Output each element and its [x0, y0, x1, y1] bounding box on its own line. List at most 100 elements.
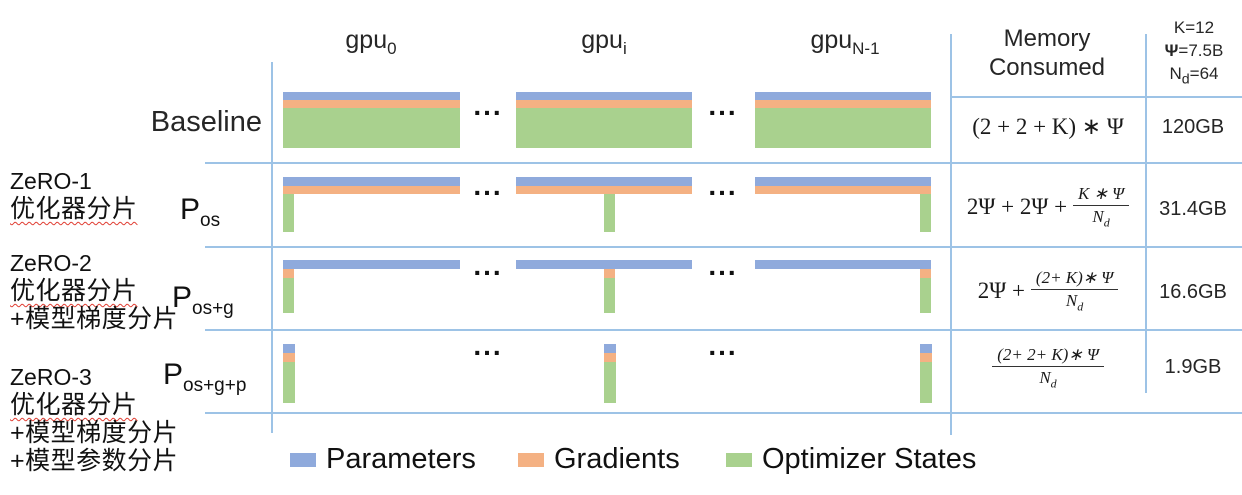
legend-item-gradients: Gradients: [518, 443, 680, 476]
zero1-gpu0-gradients-bar: [283, 186, 460, 194]
zero3-memory-formula: (2+ 2+ K)∗ Ψ Nd: [952, 344, 1144, 392]
zero2-gpuN1-optimizer-shard: [920, 278, 931, 313]
zero1-den-base: N: [1092, 206, 1104, 226]
zero1-formula-fraction: K ∗ Ψ Nd: [1073, 184, 1130, 230]
parameters-swatch: [290, 452, 316, 467]
zero3-den-sub: d: [1050, 376, 1057, 391]
legend-item-optimizer-states: Optimizer States: [726, 443, 976, 476]
zero3-gpu0-parameters-shard: [283, 344, 295, 353]
zero3-formula-numerator: (2+ 2+ K)∗ Ψ: [992, 345, 1104, 367]
zero3-gpui-parameters-shard: [604, 344, 616, 353]
baseline-formula-text: (2 + 2 + K) ∗ Ψ: [972, 114, 1124, 139]
gpui-label: gpu: [581, 26, 623, 54]
constant-nd: Nd=64: [1147, 62, 1241, 91]
gpu0-subscript: 0: [387, 39, 397, 58]
zero1-gpu0-parameters-bar: [283, 177, 460, 186]
gradients-swatch: [518, 452, 544, 467]
baseline-gpuN1-optimizer-bar: [755, 108, 931, 148]
zero1-label-block: ZeRO-1 优化器分片: [10, 167, 138, 223]
row-divider-2: [205, 246, 1242, 248]
baseline-gpu0-gradients-bar: [283, 100, 460, 108]
posgp-label: Pos+g+p: [163, 358, 246, 397]
gpui-column-header: gpui: [544, 26, 664, 59]
zero1-ellipsis-1: ...: [473, 170, 503, 201]
zero2-formula-fraction: (2+ K)∗ Ψ Nd: [1030, 268, 1119, 314]
gradients-legend-label: Gradients: [554, 443, 680, 475]
gpuN1-label: gpu: [810, 26, 853, 54]
gpuN1-column-header: gpuN-1: [785, 26, 905, 59]
legend-item-parameters: Parameters: [290, 443, 476, 476]
posgp-base: P: [163, 358, 184, 391]
zero1-formula-numerator: K ∗ Ψ: [1073, 184, 1130, 206]
zero2-den-sub: d: [1077, 299, 1084, 314]
optimizer-states-swatch: [726, 452, 752, 467]
zero3-memory-value: 1.9GB: [1164, 356, 1222, 378]
pos-subscript: os: [200, 210, 221, 231]
zero2-memory-value: 16.6GB: [1159, 281, 1227, 303]
baseline-gpu0-parameters-bar: [283, 92, 460, 100]
zero2-desc-gradient-sharding: +模型梯度分片: [10, 305, 179, 333]
zero2-formula-denominator: Nd: [1031, 290, 1118, 314]
zero1-gpuN1-parameters-bar: [755, 177, 931, 186]
baseline-memory-value: 120GB: [1161, 116, 1225, 138]
zero3-gpui-optimizer-shard: [604, 362, 616, 403]
zero3-gpuN1-gradients-shard: [920, 353, 932, 362]
posg-label: Pos+g: [172, 281, 234, 320]
zero1-desc-optimizer-sharding: 优化器分片: [10, 195, 138, 223]
nd-subscript: d: [1181, 71, 1190, 88]
zero1-formula-denominator: Nd: [1073, 206, 1129, 230]
header-underline: [950, 96, 1242, 98]
nd-value: =64: [1189, 64, 1219, 83]
zero2-ellipsis-1: ...: [473, 250, 503, 281]
optimizer-states-legend-label: Optimizer States: [762, 443, 977, 475]
zero1-formula-pre: 2Ψ + 2Ψ +: [966, 194, 1068, 219]
zero3-label-block: ZeRO-3 优化器分片 +模型梯度分片 +模型参数分片: [10, 363, 178, 475]
pos-label: Pos: [180, 193, 220, 232]
zero2-gpuN1-parameters-bar: [755, 260, 931, 269]
zero1-memory-formula: 2Ψ + 2Ψ + K ∗ Ψ Nd: [952, 183, 1144, 231]
zero1-gpu0-optimizer-shard: [283, 194, 294, 232]
gpui-subscript: i: [622, 39, 627, 58]
zero2-gpui-optimizer-shard: [604, 278, 615, 313]
zero1-gpui-optimizer-shard: [604, 194, 615, 232]
pos-base: P: [180, 193, 201, 226]
zero3-title: ZeRO-3: [10, 364, 92, 390]
zero3-desc-optimizer-sharding: 优化器分片: [10, 391, 138, 419]
memory-consumed-line2: Consumed: [988, 54, 1106, 81]
zero1-gpuN1-optimizer-shard: [920, 194, 931, 232]
baseline-memory-formula: (2 + 2 + K) ∗ Ψ: [952, 103, 1144, 151]
zero3-gpu0-optimizer-shard: [283, 362, 295, 403]
zero2-formula-pre: 2Ψ +: [977, 278, 1025, 303]
constants-box: K=12 Ψ=7.5B Nd=64: [1147, 16, 1241, 91]
zero2-gpu0-gradients-shard: [283, 269, 294, 278]
row-divider-1: [205, 162, 1242, 164]
zero1-ellipsis-2: ...: [708, 170, 738, 201]
zero2-memory-formula: 2Ψ + (2+ K)∗ Ψ Nd: [952, 267, 1144, 315]
memory-consumed-header: Memory Consumed: [952, 24, 1142, 82]
zero2-gpu0-optimizer-shard: [283, 278, 294, 313]
zero2-desc-optimizer-sharding: 优化器分片: [10, 277, 138, 305]
constant-psi: Ψ=7.5B: [1147, 39, 1241, 62]
psi-symbol: Ψ: [1164, 41, 1179, 60]
zero2-den-base: N: [1065, 290, 1078, 310]
posg-subscript: os+g: [192, 298, 234, 319]
zero1-gpuN1-gradients-bar: [755, 186, 931, 194]
zero3-formula-denominator: Nd: [992, 367, 1104, 391]
gpu0-label: gpu: [345, 26, 388, 54]
parameters-legend-label: Parameters: [326, 443, 476, 475]
zero1-memory-value: 31.4GB: [1159, 198, 1227, 220]
baseline-ellipsis-1: ...: [473, 90, 503, 121]
zero2-gpu0-parameters-bar: [283, 260, 460, 269]
baseline-gpu0-optimizer-bar: [283, 108, 460, 148]
zero1-title: ZeRO-1: [10, 168, 92, 194]
zero3-desc-parameter-sharding: +模型参数分片: [10, 447, 179, 475]
baseline-ellipsis-2: ...: [708, 90, 738, 121]
gpuN1-subscript: N-1: [852, 39, 880, 58]
zero3-gpui-gradients-shard: [604, 353, 616, 362]
baseline-gpuN1-parameters-bar: [755, 92, 931, 100]
zero1-gpui-parameters-bar: [516, 177, 692, 186]
zero2-gpui-parameters-bar: [516, 260, 692, 269]
baseline-gpuN1-gradients-bar: [755, 100, 931, 108]
zero1-gpui-gradients-bar: [516, 186, 692, 194]
zero3-formula-fraction: (2+ 2+ K)∗ Ψ Nd: [992, 345, 1104, 391]
